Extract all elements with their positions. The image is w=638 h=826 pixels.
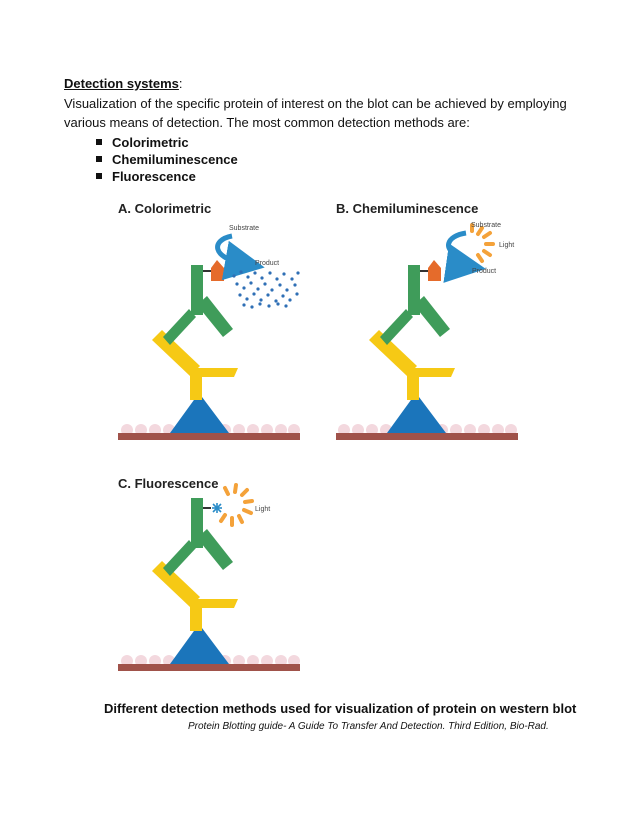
antigen xyxy=(387,393,446,433)
list-item: Fluorescence xyxy=(96,168,238,185)
panel-a-label: A. Colorimetric xyxy=(118,201,212,216)
secondary-antibody xyxy=(163,498,233,576)
bullet-square-icon xyxy=(96,173,102,179)
substrate-arrow xyxy=(215,233,265,281)
primary-antibody xyxy=(152,561,238,631)
fluorophore-icon xyxy=(212,503,222,513)
enzyme xyxy=(428,260,441,281)
antigen xyxy=(170,624,229,664)
figure-caption: Different detection methods used for vis… xyxy=(104,701,577,716)
product-label: Product xyxy=(472,268,496,275)
substrate-label: Substrate xyxy=(229,225,259,232)
primary-antibody xyxy=(369,330,455,400)
figure-source: Protein Blotting guide- A Guide To Trans… xyxy=(188,721,549,732)
primary-antibody xyxy=(152,330,238,400)
antigen xyxy=(170,393,229,433)
substrate-label: Substrate xyxy=(471,222,501,229)
section-heading: Detection systems: xyxy=(64,76,183,91)
light-label: Light xyxy=(499,242,514,249)
bullet-square-icon xyxy=(96,139,102,145)
product-label: Product xyxy=(255,260,279,267)
panel-c-label: C. Fluorescence xyxy=(118,476,219,491)
light-label: Light xyxy=(255,506,270,513)
method-label: Colorimetric xyxy=(112,135,189,150)
enzyme xyxy=(211,260,224,281)
panel-c-diagram: Light xyxy=(118,483,300,671)
panel-b-diagram: Substrate Light Product xyxy=(336,222,518,440)
bullet-square-icon xyxy=(96,156,102,162)
list-item: Chemiluminescence xyxy=(96,151,238,168)
secondary-antibody xyxy=(380,265,450,345)
panel-a-diagram: Substrate Product xyxy=(118,225,300,440)
secondary-antibody xyxy=(163,265,233,345)
list-item: Colorimetric xyxy=(96,134,238,151)
product-dots xyxy=(232,270,300,309)
panel-b-label: B. Chemiluminescence xyxy=(336,201,479,216)
light-rays xyxy=(470,223,495,263)
intro-paragraph: Visualization of the specific protein of… xyxy=(64,96,567,130)
heading-title: Detection systems xyxy=(64,76,179,91)
method-label: Fluorescence xyxy=(112,169,196,184)
light-rays xyxy=(219,483,254,527)
method-label: Chemiluminescence xyxy=(112,152,238,167)
methods-list: Colorimetric Chemiluminescence Fluoresce… xyxy=(96,134,238,185)
product-arrow xyxy=(443,243,486,283)
heading-colon: : xyxy=(178,76,183,91)
